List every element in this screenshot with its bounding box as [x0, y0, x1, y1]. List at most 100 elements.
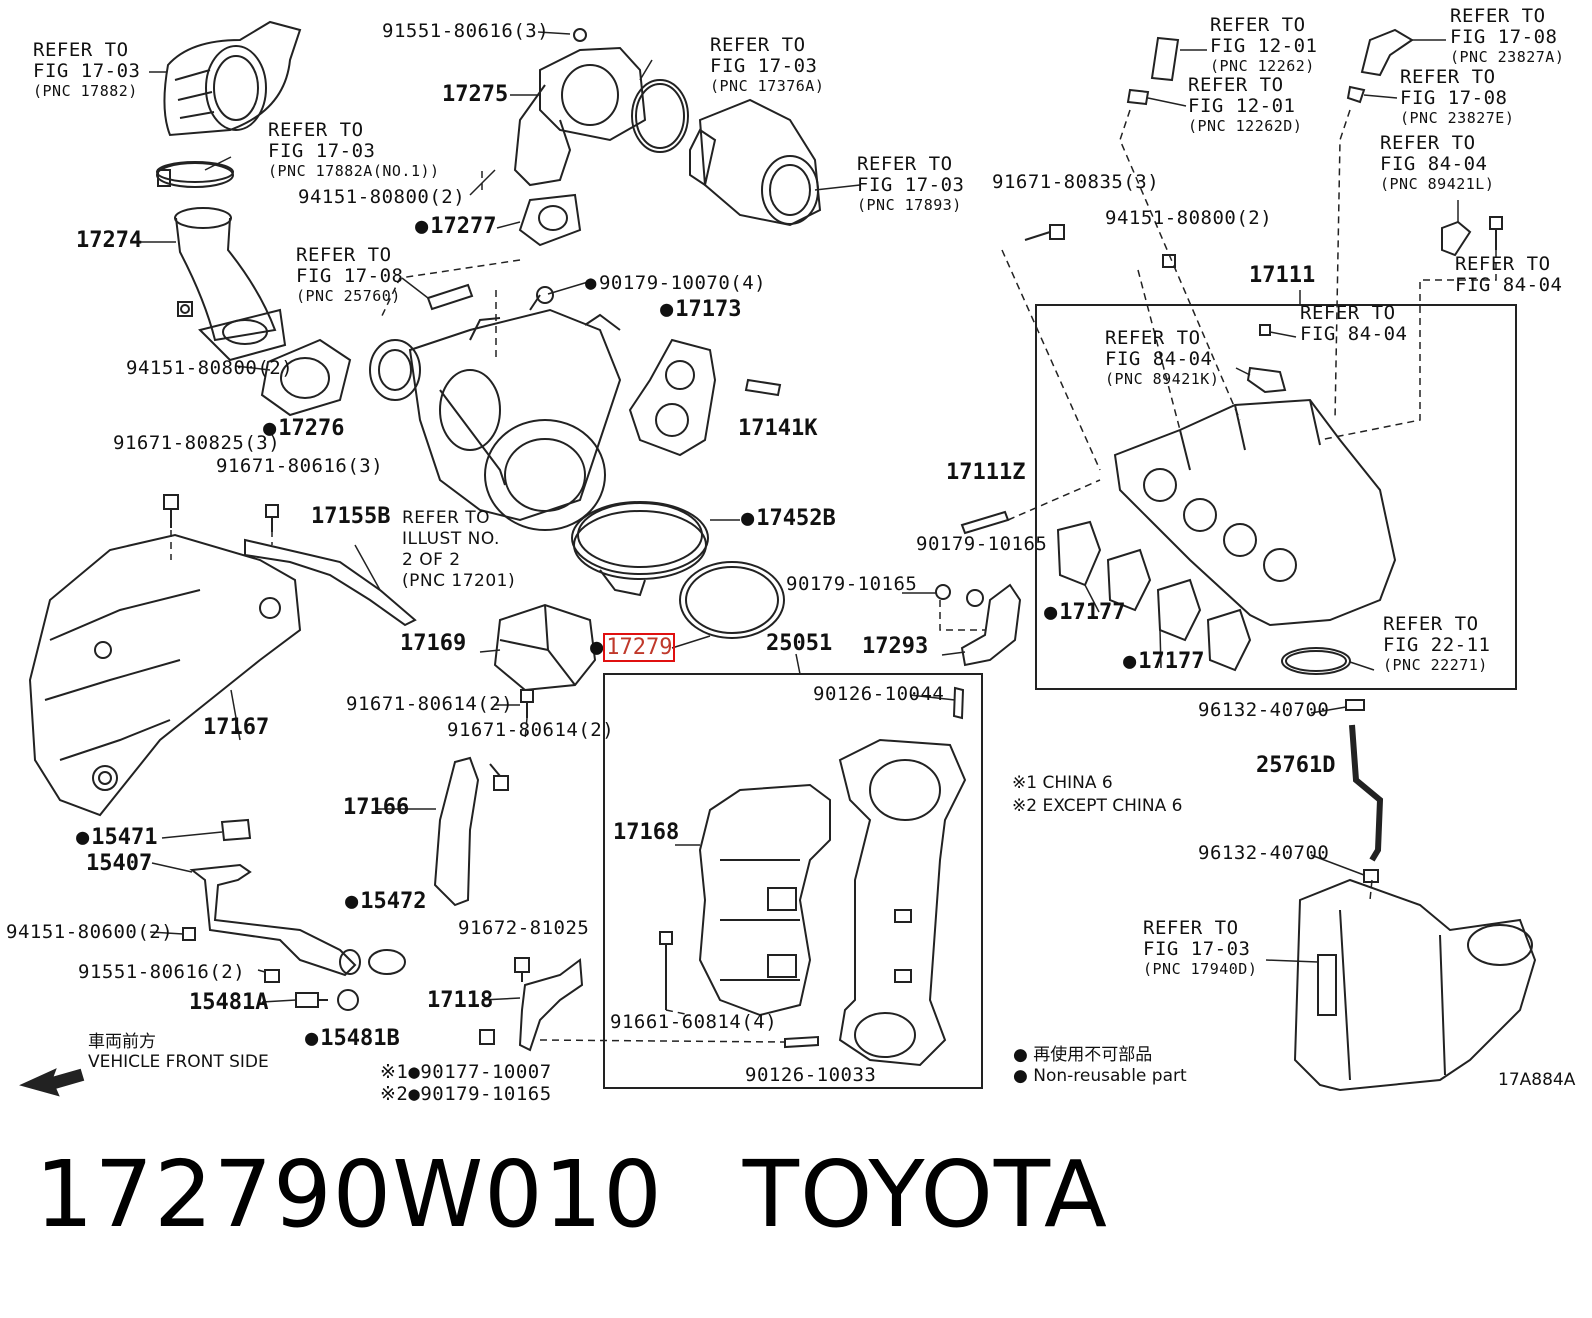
v-band-clamp-part [571, 501, 709, 597]
hose-clip-part [1363, 869, 1379, 883]
catalytic-converter-group-box [603, 673, 983, 1089]
label-94151-80600-2: 94151-80600(2) [6, 921, 174, 943]
heat-insulator-17169-part [493, 603, 597, 692]
label-91671-80825-3: 91671-80825(3) [113, 432, 281, 454]
bolt-part [659, 931, 673, 1010]
label-17155b: 17155B [311, 504, 391, 529]
label-90179-10070-4: 90179-10070(4) [585, 273, 766, 294]
label-17177-a: 17177 [1044, 602, 1125, 624]
brand-name: TOYOTA [742, 1141, 1108, 1248]
label-17279[interactable]: ●17279 [590, 633, 676, 662]
legend-nonreusable-en: ● Non-reusable part [1013, 1066, 1187, 1086]
nut-part [935, 584, 984, 607]
bolt-part [264, 969, 280, 983]
legend-nonreusable-cn: ● 再使用不可部品 [1013, 1045, 1153, 1065]
label-91671-80616-3: 91671-80616(3) [216, 455, 384, 477]
drawing-code: 17A884A [1498, 1070, 1576, 1090]
note-china-6: ※1 CHINA 6 [1012, 773, 1113, 793]
page-title: 172790W010 TOYOTA [35, 1140, 1108, 1250]
label-90126-10033: 90126-10033 [745, 1064, 877, 1086]
label-17167: 17167 [203, 715, 270, 740]
hose-25761D-part [1349, 724, 1384, 862]
label-15407: 15407 [86, 851, 153, 876]
label-17169: 17169 [400, 631, 467, 656]
label-91661-60814-4: 91661-60814(4) [610, 1011, 778, 1033]
label-96132-40700-b: 96132-40700 [1198, 842, 1330, 864]
bolt-part [163, 494, 179, 528]
label-90179-10165-a: 90179-10165 [916, 533, 1048, 555]
hose-12262-part [1150, 36, 1180, 82]
heat-insulator-17168-part [698, 783, 831, 1017]
gasket-17277-part [518, 193, 582, 247]
label-90179-10165-c: ※2●90179-10165 [380, 1083, 552, 1105]
turbo-inlet-pipe-part [513, 28, 647, 187]
label-90177-10007: ※1●90177-10007 [380, 1061, 552, 1083]
bolt-part [1489, 216, 1503, 250]
hose-clip-part [1126, 88, 1150, 106]
label-17452b: 17452B [741, 508, 835, 530]
label-17111z: 17111Z [946, 460, 1026, 485]
small-hose-part [426, 283, 474, 311]
label-17276: 17276 [263, 418, 344, 440]
bracket-17118-part [518, 958, 584, 1052]
label-25051: 25051 [766, 631, 833, 656]
label-17141k: 17141K [738, 416, 818, 441]
label-17275: 17275 [442, 82, 509, 107]
bracket-17166-part [433, 756, 480, 907]
ring-gasket-17279-part [679, 561, 785, 639]
label-17279-highlighted[interactable]: 17279 [603, 633, 676, 662]
front-side-label-en: VEHICLE FRONT SIDE [88, 1052, 269, 1072]
label-94151-80800-2-a: 94151-80800(2) [298, 186, 466, 208]
gasket-15471-part [220, 818, 252, 842]
bolt-part [514, 957, 530, 982]
label-91551-80616-2: 91551-80616(2) [78, 961, 246, 983]
intake-manifold-group-box [1035, 304, 1517, 690]
front-side-label-cn: 車両前方 [88, 1032, 156, 1052]
label-91672-81025: 91672-81025 [458, 917, 590, 939]
label-25761d: 25761D [1256, 753, 1336, 778]
bracket-17155B-part [244, 538, 417, 627]
bolt-part [1259, 324, 1271, 336]
nut-part [177, 301, 193, 317]
label-17166: 17166 [343, 795, 410, 820]
bolt-part [1024, 224, 1065, 241]
intake-manifold-part [1113, 398, 1397, 627]
intercooler-part [1293, 878, 1537, 1092]
outlet-pipe-part [689, 98, 822, 227]
stud-part [784, 1035, 819, 1049]
stud-part [744, 378, 782, 397]
label-17277: 17277 [415, 216, 496, 238]
label-17177-b: 17177 [1123, 651, 1204, 673]
label-91671-80614-2-b: 91671-80614(2) [447, 719, 615, 741]
stud-part [960, 510, 1010, 535]
sensor-part [1441, 220, 1472, 257]
nut-part [1162, 254, 1176, 268]
label-15471: 15471 [76, 827, 157, 849]
air-hose-part [163, 20, 302, 137]
gasket-15481B-part [337, 989, 359, 1011]
hose-23827A-part [1360, 28, 1414, 77]
label-94151-80800-2-b: 94151-80800(2) [126, 357, 294, 379]
label-17293: 17293 [862, 634, 929, 659]
front-arrow [19, 1068, 85, 1097]
label-91671-80835-3: 91671-80835(3) [992, 171, 1160, 193]
o-ring-part [631, 79, 689, 153]
bolt-part [520, 689, 534, 718]
label-17274: 17274 [76, 228, 143, 253]
bracket-17293-part [960, 583, 1022, 667]
hose-clip-part [1346, 85, 1366, 104]
part-number: 172790W010 [35, 1141, 663, 1248]
label-17168: 17168 [613, 820, 680, 845]
